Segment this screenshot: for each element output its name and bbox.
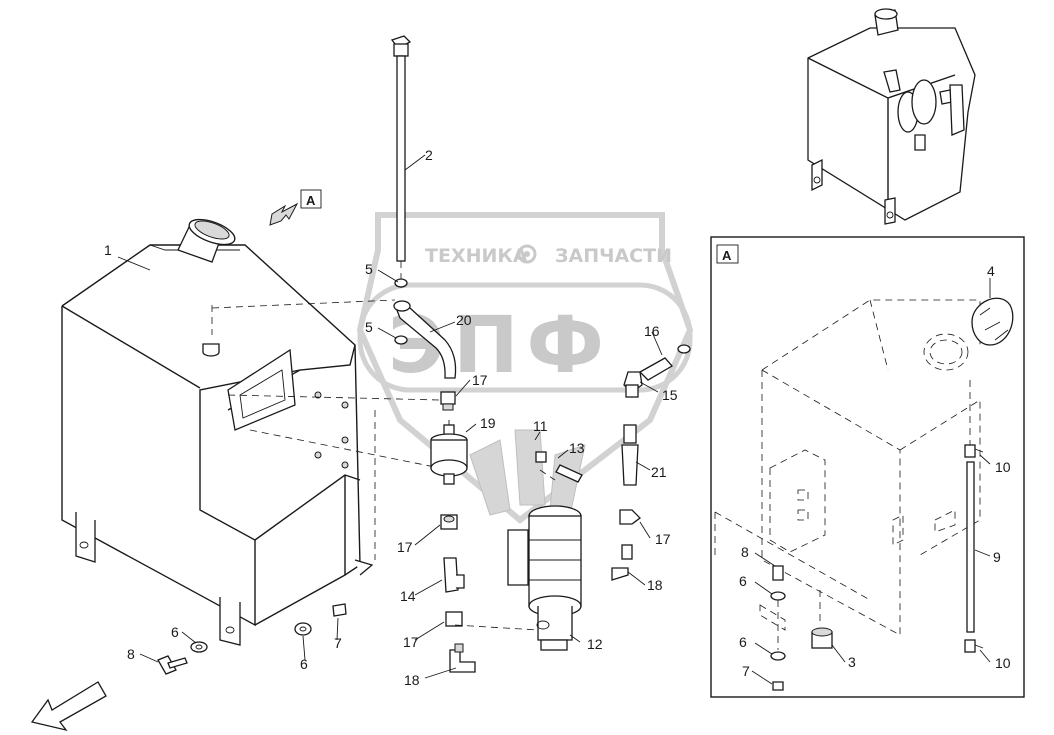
inline-filter xyxy=(430,424,468,485)
callout-15: 15 xyxy=(662,387,678,403)
callout-17: 17 xyxy=(403,634,419,650)
watermark-brand-right: ЗАПЧАСТИ xyxy=(555,245,672,267)
arrow-view-icon xyxy=(269,202,299,226)
drain-plug xyxy=(811,627,833,649)
level-tube xyxy=(964,444,984,653)
fitting xyxy=(440,391,456,411)
detail-box-label: A xyxy=(722,248,732,263)
hydraulic-tank xyxy=(61,218,441,646)
callout-20: 20 xyxy=(456,312,472,328)
callout-6: 6 xyxy=(171,624,179,640)
bolt-8 xyxy=(772,565,784,581)
callout-2: 2 xyxy=(425,147,433,163)
leader-lines xyxy=(117,154,991,685)
callout-10: 10 xyxy=(995,655,1011,671)
callout-labels: 1 2 5 5 20 16 17 15 19 11 13 21 17 17 14… xyxy=(104,147,1011,688)
filler-cap xyxy=(971,297,1014,346)
callout-8: 8 xyxy=(127,646,135,662)
banjo-bolt xyxy=(535,451,583,483)
callout-8: 8 xyxy=(741,544,749,560)
washer-6 xyxy=(770,591,786,601)
callout-12: 12 xyxy=(587,636,603,652)
filter-housing xyxy=(507,505,582,651)
callout-7: 7 xyxy=(742,663,750,679)
callout-17: 17 xyxy=(655,531,671,547)
watermark-brand-left: ТЕХНИКА xyxy=(425,245,528,267)
watermark: ТЕХНИКА ЗАПЧАСТИ ЭПФ xyxy=(356,212,694,524)
nut-7 xyxy=(772,681,784,691)
washer-6 xyxy=(770,651,786,661)
fitting-18-upper xyxy=(611,544,633,581)
bolt-8 xyxy=(157,655,188,675)
callout-4: 4 xyxy=(987,263,995,279)
callout-5: 5 xyxy=(365,319,373,335)
callout-19: 19 xyxy=(480,415,496,431)
callout-17: 17 xyxy=(397,539,413,555)
callout-17: 17 xyxy=(472,372,488,388)
callout-6: 6 xyxy=(739,573,747,589)
hose-short xyxy=(443,557,465,593)
callout-10: 10 xyxy=(995,459,1011,475)
callout-11: 11 xyxy=(533,418,548,434)
view-marker-a: A xyxy=(269,189,322,226)
detail-view-a: A xyxy=(710,236,1025,698)
fitting xyxy=(619,509,641,525)
callout-14: 14 xyxy=(400,588,416,604)
callout-6: 6 xyxy=(739,634,747,650)
hose-21 xyxy=(621,424,639,486)
fitting xyxy=(445,611,463,627)
dipstick-tube xyxy=(390,35,412,288)
fitting-elbow xyxy=(449,643,476,673)
washer-6 xyxy=(190,641,208,653)
callout-5: 5 xyxy=(365,261,373,277)
o-ring xyxy=(394,335,408,345)
connector-16 xyxy=(638,344,691,381)
assembly-thumbnail xyxy=(807,8,976,225)
view-marker-label: A xyxy=(306,193,316,208)
nut-7 xyxy=(332,603,347,617)
callout-18: 18 xyxy=(404,672,420,688)
watermark-logo: ЭПФ xyxy=(388,301,612,391)
callout-16: 16 xyxy=(644,323,660,339)
callout-13: 13 xyxy=(569,440,585,456)
callout-1: 1 xyxy=(104,242,112,258)
direction-arrow-icon xyxy=(30,681,107,732)
callout-3: 3 xyxy=(848,654,856,670)
washer-6 xyxy=(294,622,312,636)
callout-7: 7 xyxy=(334,635,342,651)
callout-18: 18 xyxy=(647,577,663,593)
o-ring xyxy=(394,278,408,288)
callout-21: 21 xyxy=(651,464,667,480)
callout-6: 6 xyxy=(300,656,308,672)
hose-elbow xyxy=(393,300,457,379)
callout-9: 9 xyxy=(993,549,1001,565)
elbow-15 xyxy=(623,371,643,398)
gear-icon xyxy=(517,244,537,264)
fitting xyxy=(440,514,458,530)
